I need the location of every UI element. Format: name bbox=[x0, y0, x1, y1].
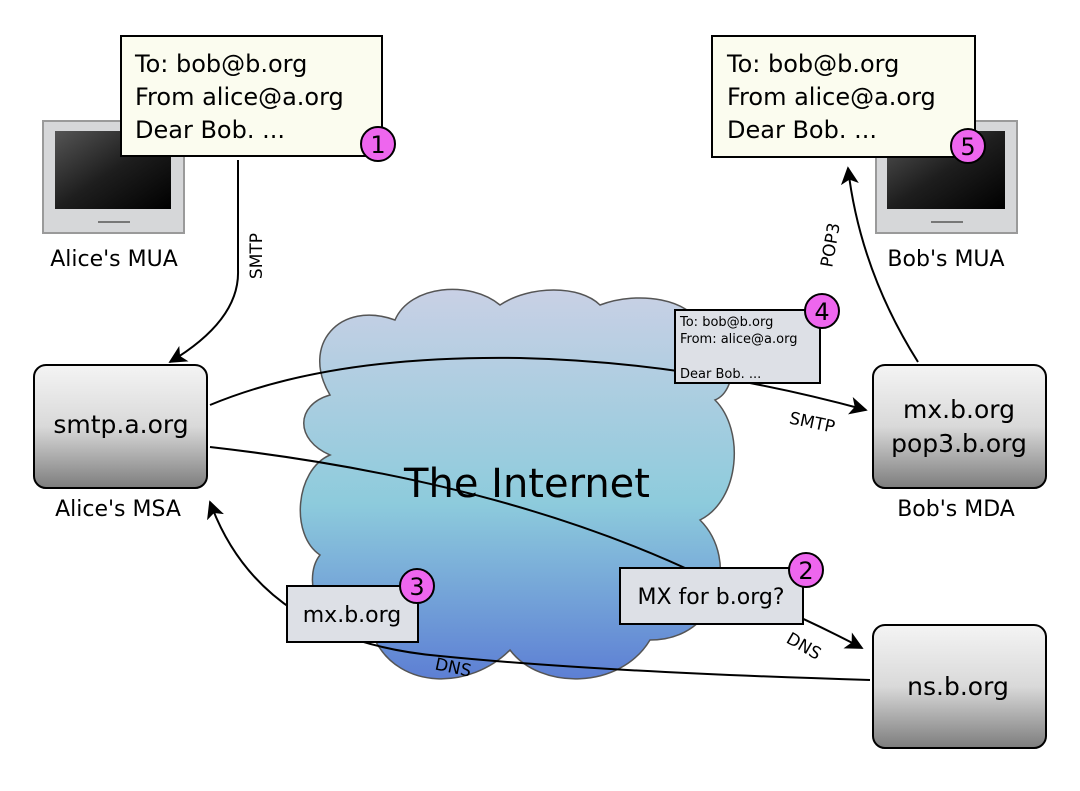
note-line: To: bob@b.org bbox=[134, 50, 307, 78]
note-line: Dear Bob. ... bbox=[680, 367, 761, 382]
bob-mua-label: Bob's MUA bbox=[887, 247, 1004, 272]
numbered-circle-icon bbox=[788, 552, 824, 588]
mx-query-box: MX for b.org? bbox=[619, 567, 804, 625]
server-box-icon bbox=[872, 364, 1047, 489]
server-box-icon bbox=[33, 364, 208, 489]
pop3-label: POP3 bbox=[817, 221, 844, 268]
note-line: To: bob@b.org bbox=[726, 50, 899, 78]
alice-smtp-arrow bbox=[168, 160, 240, 363]
dns-query-label: DNS bbox=[783, 629, 825, 665]
alice-mua-label: Alice's MUA bbox=[50, 247, 178, 272]
numbered-circle-icon bbox=[804, 293, 840, 329]
bob-message-note: To: bob@b.org From alice@a.org Dear Bob.… bbox=[711, 35, 976, 158]
step-badge-3: 3 bbox=[399, 568, 435, 604]
pop3-arrow bbox=[840, 166, 919, 363]
msa-caption: Alice's MSA bbox=[55, 497, 181, 522]
relay-smtp-label: SMTP bbox=[787, 409, 836, 438]
step-badge-5: 5 bbox=[950, 128, 986, 164]
note-line: Dear Bob. ... bbox=[135, 116, 285, 144]
msa-host: smtp.a.org bbox=[53, 410, 188, 439]
step-number: 4 bbox=[814, 298, 829, 326]
mda-caption: Bob's MDA bbox=[897, 497, 1015, 522]
note-line: Dear Bob. ... bbox=[727, 116, 877, 144]
transit-message-note: To: bob@b.org From: alice@a.org Dear Bob… bbox=[674, 309, 821, 384]
alice-smtp-label: SMTP bbox=[247, 233, 267, 279]
server-box-icon bbox=[872, 624, 1047, 749]
ns-server: ns.b.org bbox=[872, 624, 1047, 749]
step-number: 5 bbox=[960, 133, 975, 161]
ns-host: ns.b.org bbox=[907, 672, 1009, 701]
note-line: From alice@a.org bbox=[727, 83, 936, 111]
step-number: 2 bbox=[798, 557, 813, 585]
alice-msa-server: smtp.a.org Alice's MSA bbox=[33, 364, 208, 522]
note-line: From: alice@a.org bbox=[680, 332, 797, 347]
note-line: To: bob@b.org bbox=[679, 315, 773, 330]
step-number: 1 bbox=[370, 131, 385, 159]
step-badge-4: 4 bbox=[804, 293, 840, 329]
step-badge-1: 1 bbox=[360, 126, 396, 162]
mda-host-1: mx.b.org bbox=[903, 395, 1015, 424]
internet-label: The Internet bbox=[403, 461, 650, 507]
alice-monitor: Alice's MUA bbox=[42, 120, 185, 272]
mx-answer-text: mx.b.org bbox=[303, 603, 401, 628]
mx-answer-box: mx.b.org bbox=[286, 585, 419, 643]
step-badge-2: 2 bbox=[788, 552, 824, 588]
note-line: From alice@a.org bbox=[135, 83, 344, 111]
step-number: 3 bbox=[409, 573, 424, 601]
relay-smtp-arrow bbox=[209, 356, 868, 415]
mda-host-2: pop3.b.org bbox=[891, 429, 1027, 458]
monitor-icon bbox=[42, 120, 185, 234]
alice-message-note: To: bob@b.org From alice@a.org Dear Bob.… bbox=[120, 35, 383, 157]
bob-mda-server: mx.b.org pop3.b.org Bob's MDA bbox=[872, 364, 1047, 522]
numbered-circle-icon bbox=[950, 128, 986, 164]
dns-answer-arrow bbox=[207, 500, 871, 681]
mx-query-text: MX for b.org? bbox=[637, 585, 784, 610]
numbered-circle-icon bbox=[399, 568, 435, 604]
numbered-circle-icon bbox=[360, 126, 396, 162]
